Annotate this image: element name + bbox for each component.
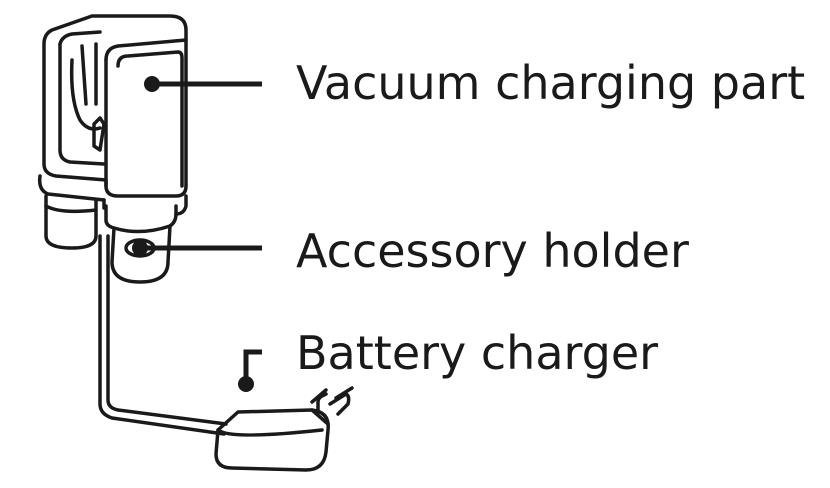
leader-battery-charger [243,349,262,380]
label-vacuum-charging-part: Vacuum charging part [296,56,806,110]
charging-station-body [37,14,188,216]
leader-dot-accessory-holder [132,240,148,256]
label-accessory-holder: Accessory holder [296,224,689,278]
leader-dot-vacuum-charging-part [144,76,160,92]
charger-cable [98,234,226,436]
charger-cable-inner [106,234,228,426]
leader-dot-battery-charger [238,376,254,392]
battery-charger-plug [214,386,354,472]
accessory-holder-left [44,194,98,250]
label-battery-charger: Battery charger [296,326,659,380]
